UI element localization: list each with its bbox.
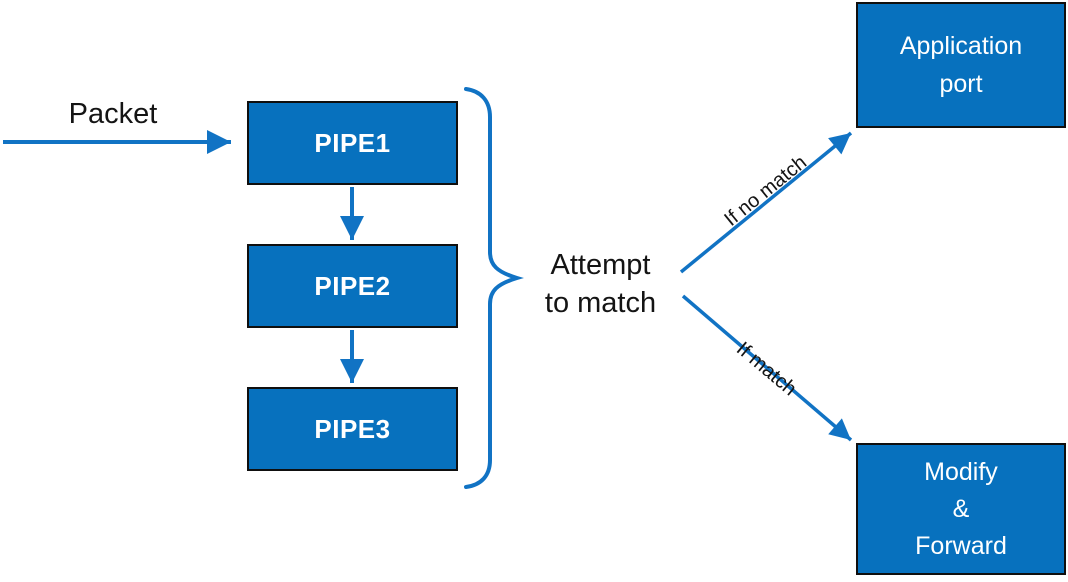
application-port-label: Application port xyxy=(899,32,1023,98)
modify-forward-label: Modify & Forward xyxy=(915,457,1007,560)
application-port-box: Application port xyxy=(856,2,1066,128)
packet-label: Packet xyxy=(68,98,158,130)
if-match-label: If match xyxy=(731,337,801,401)
pipe1-box: PIPE1 xyxy=(247,101,458,185)
attempt-to-match-label: Attempt to match xyxy=(544,249,657,319)
pipe2-label: PIPE2 xyxy=(314,270,391,301)
pipe1-label: PIPE1 xyxy=(314,127,391,158)
pipe2-box: PIPE2 xyxy=(247,244,458,328)
pipe3-label: PIPE3 xyxy=(314,413,391,444)
if-no-match-label: If no match xyxy=(720,151,812,231)
grouping-brace xyxy=(464,87,524,489)
pipe3-box: PIPE3 xyxy=(247,387,458,471)
modify-forward-box: Modify & Forward xyxy=(856,443,1066,575)
